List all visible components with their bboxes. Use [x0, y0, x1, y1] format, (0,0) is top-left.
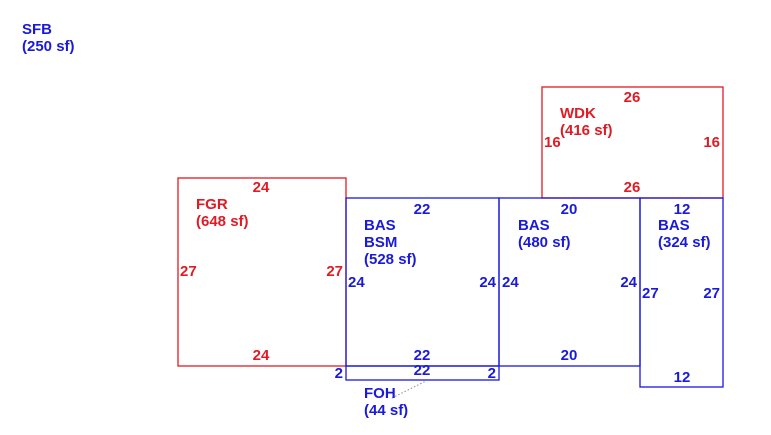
foh-leader-line	[391, 380, 427, 399]
fgr-dim-left: 27	[180, 263, 197, 280]
wdk-code: WDK	[560, 105, 596, 122]
foh-dim-top: 22	[414, 362, 431, 379]
foh-dim-left: 2	[335, 365, 343, 382]
fgr-dim-top: 24	[253, 179, 270, 196]
bas-bsm-code2: BSM	[364, 234, 397, 251]
foh-dim-right: 2	[488, 365, 496, 382]
wdk-dim-bottom: 26	[624, 179, 641, 196]
fgr-area: (648 sf)	[196, 213, 249, 230]
bas-bsm-dim-right: 24	[479, 274, 496, 291]
bas-bsm-dim-bottom: 22	[414, 347, 431, 364]
bas-480-dim-left: 24	[502, 274, 519, 291]
bas-480-dim-top: 20	[561, 201, 578, 218]
bas-bsm-dim-left: 24	[348, 274, 365, 291]
wdk-dim-top: 26	[624, 89, 641, 106]
foh-code: FOH	[364, 385, 396, 402]
bas-480-area: (480 sf)	[518, 234, 571, 251]
bas-bsm-dim-top: 22	[414, 201, 431, 218]
bas-480-code: BAS	[518, 217, 550, 234]
bas-324-dim-left: 27	[642, 285, 659, 302]
bas-324-area: (324 sf)	[658, 234, 711, 251]
bas-bsm-area: (528 sf)	[364, 251, 417, 268]
fgr-dim-right: 27	[326, 263, 343, 280]
bas-480-dim-right: 24	[620, 274, 637, 291]
wdk-dim-right: 16	[703, 134, 720, 151]
bas-324-dim-top: 12	[674, 201, 691, 218]
foh-area: (44 sf)	[364, 402, 408, 419]
wdk-dim-left: 16	[544, 134, 561, 151]
sfb-area: (250 sf)	[22, 38, 75, 55]
sfb-code: SFB	[22, 21, 52, 38]
bas-324-dim-right: 27	[703, 285, 720, 302]
fgr-code: FGR	[196, 196, 228, 213]
bas-324-dim-bottom: 12	[674, 369, 691, 386]
bas-bsm-code: BAS	[364, 217, 396, 234]
wdk-area: (416 sf)	[560, 122, 613, 139]
bas-324-code: BAS	[658, 217, 690, 234]
fgr-dim-bottom: 24	[253, 347, 270, 364]
bas-324-outline	[639, 197, 724, 388]
foh-outline	[345, 365, 500, 381]
bas-480-dim-bottom: 20	[561, 347, 578, 364]
